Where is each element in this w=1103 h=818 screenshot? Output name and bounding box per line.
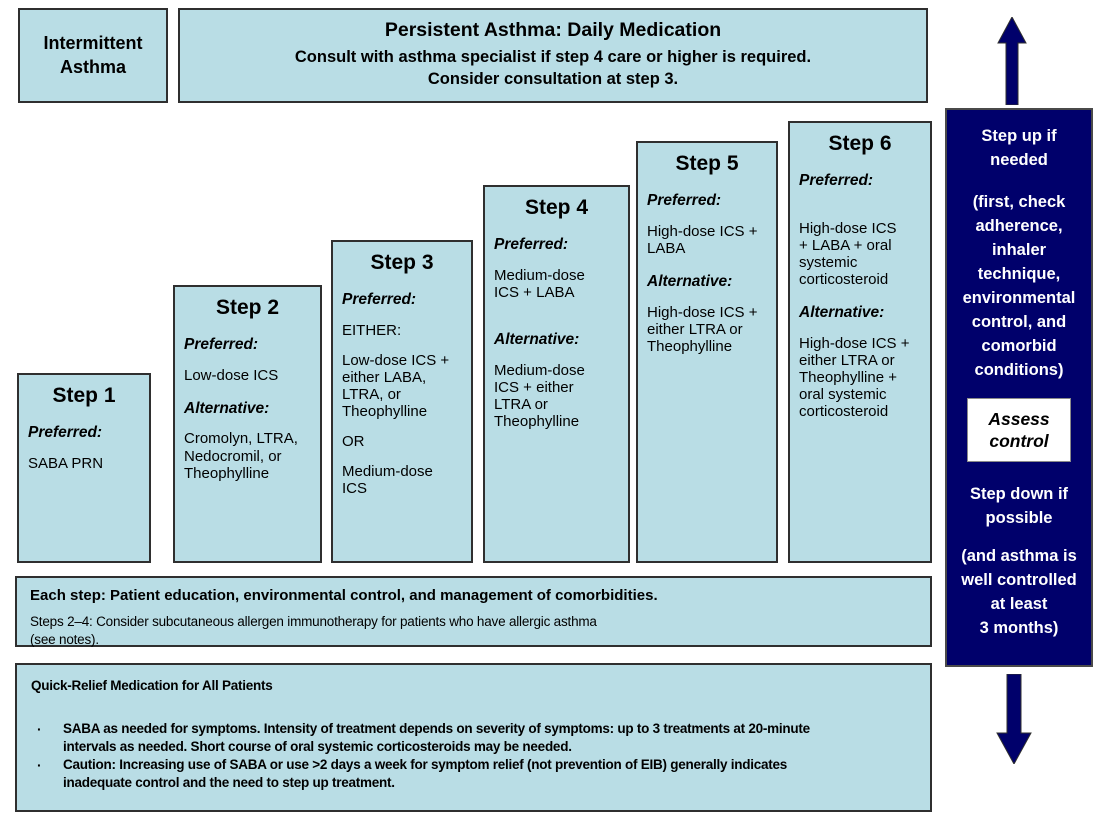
step-1-preferred-text: SABA PRN — [28, 454, 104, 472]
step-5-alternative-text: High-dose ICS + either LTRA or Theophyll… — [647, 303, 758, 355]
quick-relief-title: Quick-Relief Medication for All Patients — [31, 678, 273, 693]
persistent-asthma-box: Persistent Asthma: Daily Medication Cons… — [178, 8, 928, 103]
step-4-preferred-label: Preferred: — [494, 236, 569, 253]
step-1-preferred-label: Preferred: — [28, 424, 103, 441]
step-6-alternative-text: High-dose ICS + either LTRA or Theophyll… — [799, 334, 910, 421]
step-3-box: Step 3 Preferred: EITHER: Low-dose ICS +… — [331, 240, 473, 563]
step-up-note: (first, check adherence, inhaler techniq… — [962, 193, 1076, 379]
step-6-alternative-label: Alternative: — [799, 304, 885, 322]
step-3-or-label: OR — [342, 433, 365, 451]
step-4-title: Step 4 — [524, 196, 589, 219]
step-3-either-label: EITHER: — [342, 321, 402, 339]
bullet-dot: · — [37, 757, 42, 774]
step-5-preferred-label: Preferred: — [647, 192, 722, 209]
step-6-box: Step 6 Preferred: High-dose ICS + LABA +… — [788, 121, 932, 563]
step-2-preferred-label: Preferred: — [184, 336, 259, 353]
step-down-title: Step down if possible — [969, 485, 1069, 527]
step-2-box: Step 2 Preferred: Low-dose ICS Alternati… — [173, 285, 322, 563]
quick-relief-bullet-caution-text: Caution: Increasing use of SABA or use >… — [63, 757, 788, 791]
step-5-box: Step 5 Preferred: High-dose ICS + LABA A… — [636, 141, 778, 563]
step-1-title: Step 1 — [52, 384, 116, 407]
step-1-box: Step 1 Preferred: SABA PRN — [17, 373, 151, 563]
quick-relief-box: Quick-Relief Medication for All Patients… — [15, 663, 932, 812]
intermittent-asthma-label: Intermittent Asthma — [43, 33, 143, 77]
step-4-box: Step 4 Preferred: Medium-dose ICS + LABA… — [483, 185, 630, 563]
bullet-dot: · — [37, 720, 42, 737]
persistent-asthma-title: Persistent Asthma: Daily Medication — [384, 19, 722, 41]
step-4-alternative-label: Alternative: — [494, 330, 580, 348]
step-2-alternative-label: Alternative: — [184, 399, 270, 417]
step-up-title: Step up if needed — [981, 127, 1057, 169]
step-6-preferred-text: High-dose ICS + LABA + oral systemic cor… — [799, 219, 897, 288]
step-6-title: Step 6 — [828, 132, 892, 155]
quick-relief-bullet-saba: · SABA as needed for symptoms. Intensity… — [37, 720, 916, 756]
step-6-preferred-label: Preferred: — [799, 172, 874, 189]
persistent-asthma-subtitle: Consult with asthma specialist if step 4… — [294, 48, 812, 88]
quick-relief-bullet-list: · SABA as needed for symptoms. Intensity… — [31, 720, 916, 792]
step-2-title: Step 2 — [215, 296, 280, 319]
step-down-note: (and asthma is well controlled at least … — [961, 547, 1077, 637]
step-5-title: Step 5 — [675, 152, 739, 175]
step-5-alternative-label: Alternative: — [647, 272, 733, 290]
step-5-preferred-text: High-dose ICS + LABA — [647, 222, 758, 257]
step-4-alternative-text: Medium-dose ICS + either LTRA or Theophy… — [494, 361, 585, 430]
step-3-title: Step 3 — [370, 251, 434, 274]
step-2-alternative-text: Cromolyn, LTRA, Nedocromil, or Theophyll… — [184, 430, 298, 482]
step-3-option-1-text: Low-dose ICS + either LABA, LTRA, or The… — [342, 351, 450, 421]
quick-relief-bullet-caution: · Caution: Increasing use of SABA or use… — [37, 756, 916, 792]
assess-control-label: Assess control — [988, 409, 1050, 451]
step-3-preferred-label: Preferred: — [342, 291, 417, 308]
quick-relief-bullet-saba-text: SABA as needed for symptoms. Intensity o… — [63, 720, 810, 754]
intermittent-asthma-box: Intermittent Asthma — [18, 8, 168, 103]
step-down-arrow-icon — [996, 674, 1032, 764]
step-up-arrow-icon — [997, 17, 1027, 105]
steps-2-4-note: Steps 2–4: Consider subcutaneous allerge… — [30, 614, 597, 647]
step-4-preferred-text: Medium-dose ICS + LABA — [494, 266, 585, 301]
assess-control-box: Assess control — [967, 398, 1071, 462]
step-adjustment-panel: Step up if needed (first, check adherenc… — [945, 108, 1093, 667]
step-2-preferred-text: Low-dose ICS — [184, 366, 279, 384]
step-3-option-2-text: Medium-dose ICS — [342, 463, 433, 498]
each-step-text: Each step: Patient education, environmen… — [30, 587, 658, 604]
each-step-box: Each step: Patient education, environmen… — [15, 576, 932, 647]
